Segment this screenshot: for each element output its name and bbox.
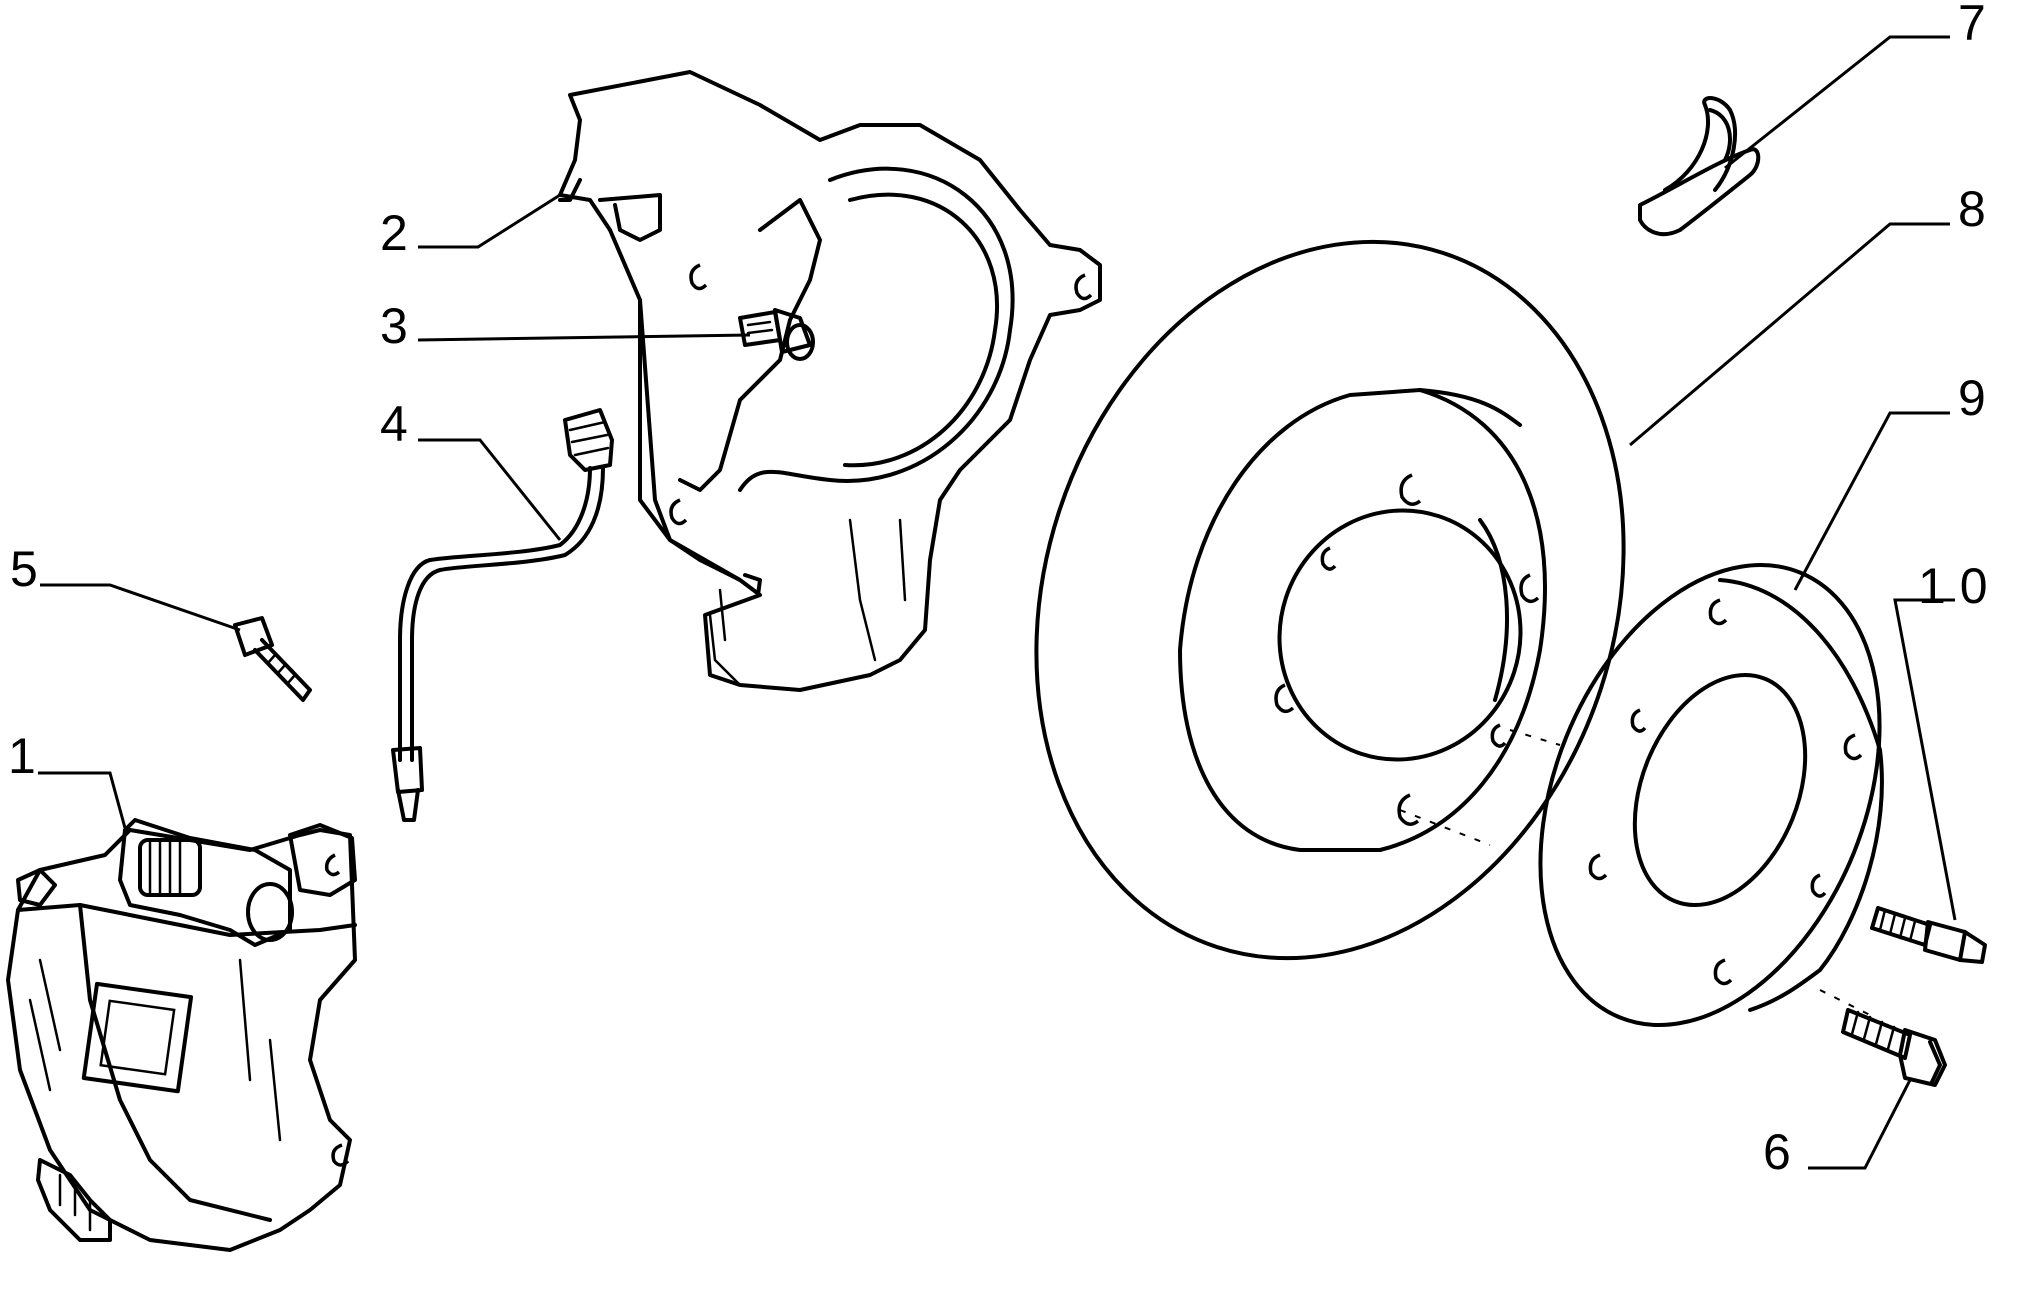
- part-spacer-ring: [1538, 563, 1884, 1027]
- part-brake-disc: [1034, 239, 1626, 961]
- callout-10: 1 0: [1918, 558, 1988, 614]
- leader-2: [418, 193, 561, 249]
- callout-2: 2: [380, 205, 408, 261]
- leader-1: [38, 771, 127, 829]
- leader-3: [417, 333, 751, 342]
- part-caliper: [6, 818, 357, 1252]
- callout-7: 7: [1958, 0, 1986, 51]
- part-bolt-6: [1841, 1008, 1947, 1087]
- callout-6: 6: [1763, 1124, 1791, 1180]
- callout-8: 8: [1958, 181, 1986, 237]
- callout-4: 4: [380, 396, 408, 452]
- leader-7: [1724, 35, 1950, 170]
- part-stud-10: [1819, 906, 1987, 1016]
- callout-labels: 1 2 3 4 5 6 7 8 9 1 0: [8, 0, 1988, 1180]
- callout-1: 1: [8, 728, 36, 784]
- callout-9: 9: [1958, 370, 1986, 426]
- part-clip: [1638, 96, 1761, 237]
- part-bolt-3: [738, 308, 815, 361]
- part-splash-shield: [558, 70, 1102, 692]
- leader-8: [1629, 222, 1950, 447]
- part-bolt-5: [233, 616, 312, 702]
- leader-10: [1893, 598, 1957, 921]
- leader-9: [1793, 411, 1950, 591]
- part-wear-sensor: [391, 408, 614, 822]
- callout-5: 5: [10, 541, 38, 597]
- callout-3: 3: [380, 298, 408, 354]
- leader-5: [40, 583, 241, 632]
- leader-4: [418, 438, 562, 541]
- leader-lines: [38, 35, 1957, 1170]
- leader-6: [1808, 1079, 1912, 1170]
